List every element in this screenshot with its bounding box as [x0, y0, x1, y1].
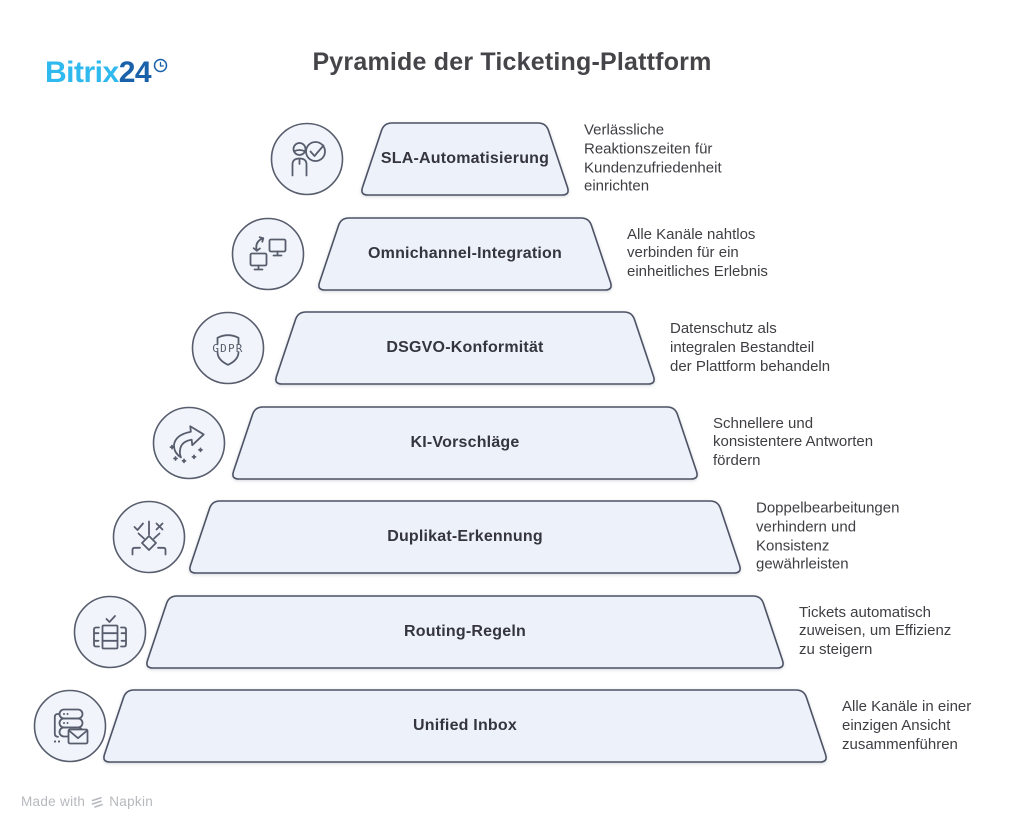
footer-prefix: Made with — [21, 794, 86, 809]
description-line: verbinden für ein — [627, 244, 739, 262]
description-line: gewährleisten — [756, 555, 849, 573]
description-line: Tickets automatisch — [799, 603, 931, 621]
svg-text:GDPR: GDPR — [212, 342, 243, 355]
description-line: Alle Kanäle nahtlos — [627, 225, 756, 243]
description-line: Alle Kanäle in einer — [842, 697, 972, 715]
description-line: Datenschutz als — [670, 319, 777, 337]
pyramid-level-shape — [189, 500, 741, 574]
description-line: fördern — [713, 451, 761, 469]
description-line: zusammenführen — [842, 735, 958, 753]
logo-text-24: 24 — [118, 56, 152, 89]
description-line: Verlässliche — [584, 121, 665, 139]
napkin-attribution: Made with Napkin — [21, 794, 153, 809]
pyramid-level-shape — [103, 689, 827, 763]
servers-mail-icon — [33, 689, 107, 763]
person-check-icon — [270, 122, 344, 196]
gdpr-shield-icon: GDPR — [191, 311, 265, 385]
description-line: einheitliches Erlebnis — [627, 262, 768, 280]
description-line: zuweisen, um Effizienz — [799, 622, 952, 640]
description-line: Reaktionszeiten für — [584, 140, 713, 158]
pyramid-level-shape — [146, 594, 784, 669]
bitrix24-logo: Bitrix24 — [45, 56, 168, 90]
pyramid-level-shape — [361, 122, 569, 196]
decision-check-x-icon — [112, 500, 186, 574]
table-check-icon — [73, 595, 146, 668]
description-line: Doppelbearbeitungen — [756, 499, 900, 517]
page-title: Pyramide der Ticketing-Plattform — [312, 48, 712, 76]
description-line: einzigen Ansicht — [842, 716, 951, 734]
clock-icon — [153, 47, 168, 81]
pyramid-level-shape — [275, 311, 655, 385]
description-line: Kundenzufriedenheit — [584, 159, 722, 176]
napkin-logo-icon — [91, 796, 104, 808]
ai-arrow-sparkles-icon — [152, 406, 225, 479]
description-line: verhindern und — [756, 518, 857, 536]
pyramid-level-shape — [318, 216, 612, 291]
pyramid-level-shape — [232, 405, 698, 480]
description-line: Schnellere und — [713, 414, 814, 432]
logo-text-bitrix: Bitrix — [45, 56, 119, 89]
description-line: der Plattform behandeln — [670, 357, 831, 375]
monitors-sync-icon — [231, 217, 304, 290]
description-line: einrichten — [584, 177, 650, 195]
description-line: zu steigern — [799, 640, 873, 658]
description-line: integralen Bestandteil — [670, 338, 815, 356]
description-line: Konsistenz — [756, 537, 830, 554]
footer-brand: Napkin — [109, 794, 154, 809]
description-line: konsistentere Antworten — [713, 433, 874, 451]
